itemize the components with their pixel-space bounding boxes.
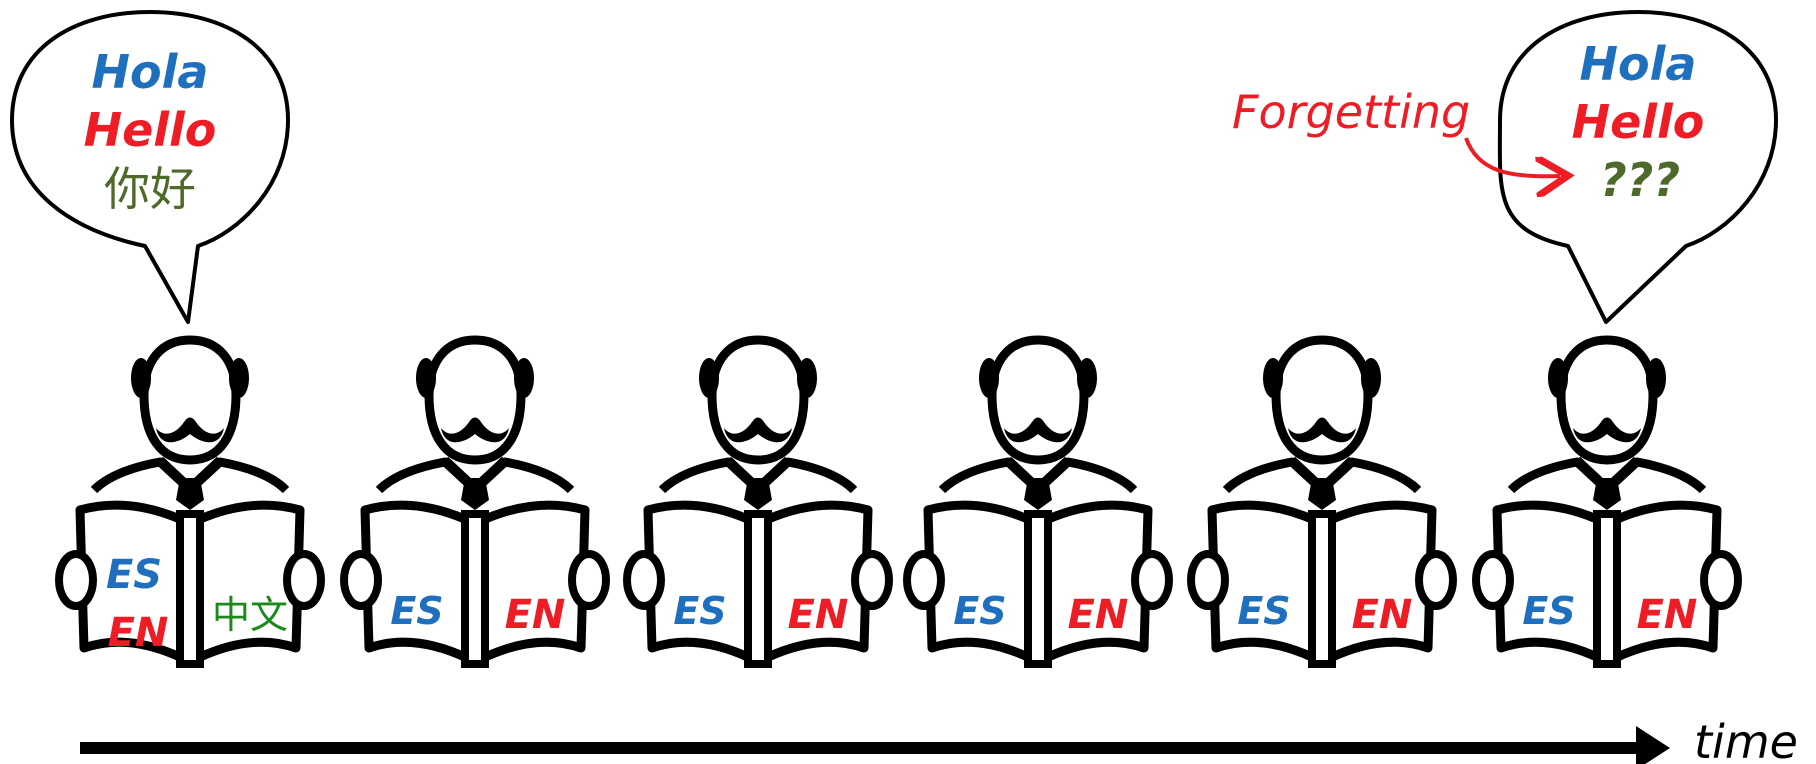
time-arrow-head bbox=[1636, 726, 1670, 764]
person-reading-book-icon bbox=[907, 340, 1169, 664]
reader-1: ES EN 中文 bbox=[59, 340, 321, 664]
right-bubble-unknown: ??? bbox=[1600, 153, 1680, 207]
reader-6: ES EN bbox=[1476, 340, 1738, 664]
book-right-code: EN bbox=[1637, 592, 1698, 638]
book-right-code: 中文 bbox=[212, 593, 288, 637]
readers-row: ES EN 中文 ES EN ES EN ES EN ES EN ES EN bbox=[59, 340, 1738, 664]
book-left-code: ES bbox=[390, 589, 443, 633]
book-left-code: ES bbox=[953, 589, 1006, 633]
left-bubble-english: Hello bbox=[84, 103, 217, 157]
book-left-code: ES bbox=[673, 589, 726, 633]
person-reading-book-icon bbox=[627, 340, 889, 664]
reader-5: ES EN bbox=[1191, 340, 1453, 664]
left-bubble-chinese: 你好 bbox=[104, 162, 196, 216]
person-reading-book-icon bbox=[1191, 340, 1453, 664]
book-right-code: EN bbox=[788, 592, 849, 638]
reader-2: ES EN bbox=[344, 340, 606, 664]
right-bubble-spanish: Hola bbox=[1580, 37, 1697, 91]
reader-3: ES EN bbox=[627, 340, 889, 664]
book-left-code: ES bbox=[106, 552, 162, 598]
right-bubble-english: Hello bbox=[1572, 95, 1705, 149]
book-right-code: EN bbox=[505, 592, 566, 638]
book-left-code-2: EN bbox=[108, 610, 169, 656]
reader-4: ES EN bbox=[907, 340, 1169, 664]
book-right-code: EN bbox=[1352, 592, 1413, 638]
time-label: time bbox=[1694, 715, 1798, 764]
person-reading-book-icon bbox=[1476, 340, 1738, 664]
person-reading-book-icon bbox=[344, 340, 606, 664]
forgetting-label: Forgetting bbox=[1232, 85, 1470, 139]
book-left-code: ES bbox=[1237, 589, 1290, 633]
book-left-code: ES bbox=[1522, 589, 1575, 633]
left-bubble-spanish: Hola bbox=[92, 45, 209, 99]
book-right-code: EN bbox=[1068, 592, 1129, 638]
